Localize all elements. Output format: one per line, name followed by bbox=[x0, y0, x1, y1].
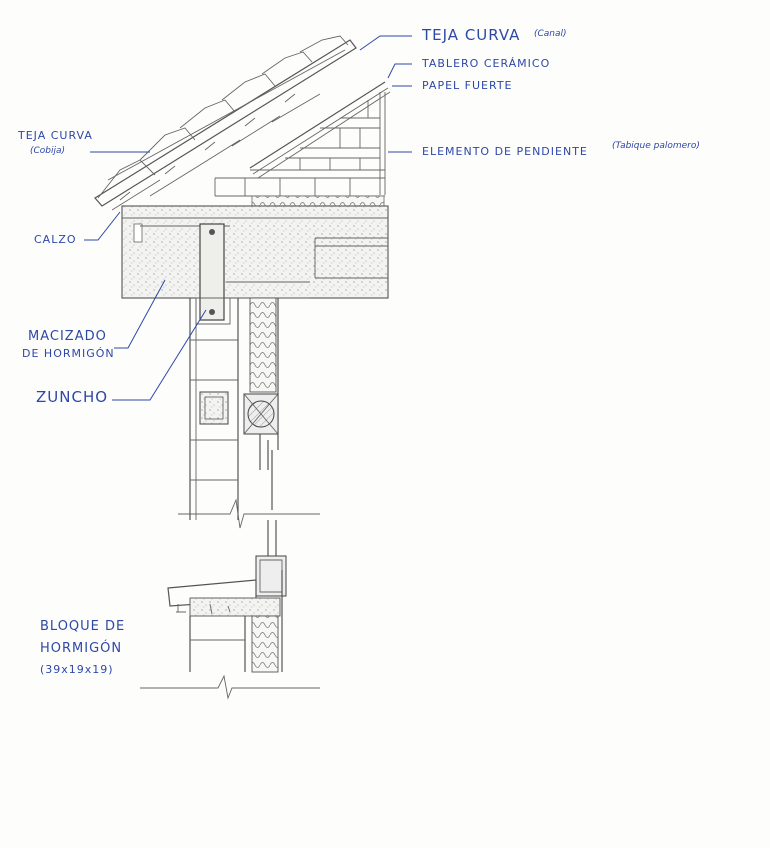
label-bloque-2: HORMIGÓN bbox=[40, 641, 123, 656]
ring-beam bbox=[195, 223, 310, 325]
label-calzo: CALZO bbox=[34, 233, 77, 246]
break-line-upper bbox=[178, 498, 320, 529]
roof-tiles bbox=[94, 35, 357, 211]
insulation-strip bbox=[251, 195, 385, 207]
ceramic-board bbox=[249, 81, 391, 179]
break-line-lower bbox=[140, 674, 320, 700]
label-teja-curva-cobija: TEJA CURVA bbox=[18, 129, 93, 142]
label-tablero-ceramico: TABLERO CERÁMICO bbox=[422, 57, 551, 70]
label-teja-curva-cobija-note: (Cobija) bbox=[30, 146, 66, 156]
slope-element-bricks bbox=[214, 92, 386, 197]
label-bloque-1: BLOQUE DE bbox=[40, 619, 126, 634]
label-macizado-1: MACIZADO bbox=[28, 329, 107, 344]
label-macizado-2: DE HORMIGÓN bbox=[22, 347, 115, 360]
label-elemento-pendiente: ELEMENTO DE PENDIENTE bbox=[422, 145, 588, 158]
block-wall bbox=[189, 297, 279, 520]
concrete-slab bbox=[121, 205, 389, 299]
label-papel-fuerte: PAPEL FUERTE bbox=[422, 79, 513, 92]
label-zuncho: ZUNCHO bbox=[36, 388, 109, 406]
label-teja-curva-canal-note: (Canal) bbox=[534, 29, 567, 39]
label-bloque-3: (39x19x19) bbox=[40, 663, 114, 676]
label-elemento-pendiente-note: (Tabique palomero) bbox=[612, 141, 700, 151]
label-teja-curva-canal: TEJA CURVA bbox=[422, 26, 521, 44]
leader-lines bbox=[84, 35, 412, 401]
window-sill bbox=[167, 520, 287, 617]
lower-block-wall bbox=[189, 570, 283, 673]
